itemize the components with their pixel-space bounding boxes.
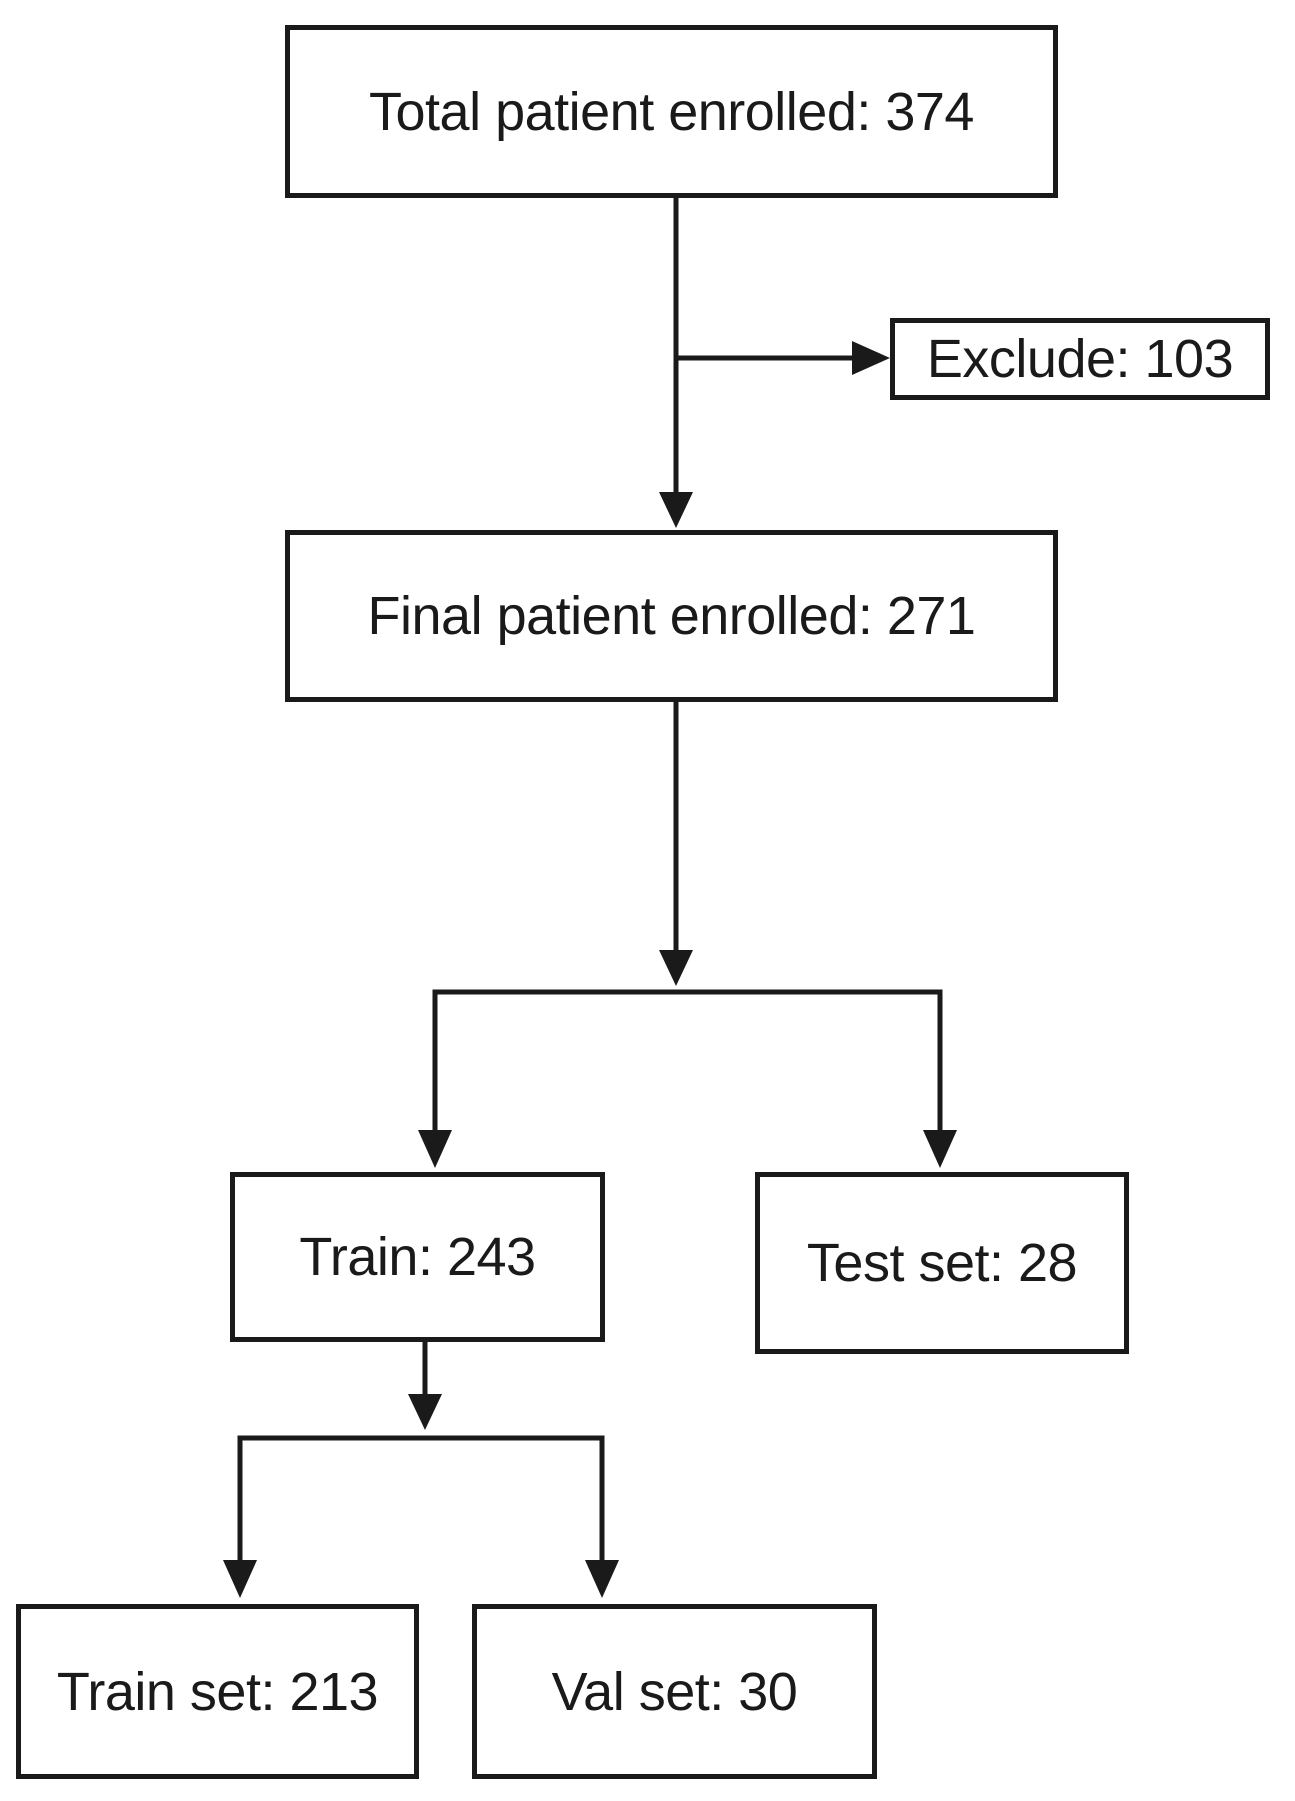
node-total-enrolled: Total patient enrolled: 374 [285,25,1058,198]
edge-total-to-final-arrowhead-icon [659,492,693,528]
edge-to-val-set-arrowhead-icon [585,1560,619,1598]
node-val-set: Val set: 30 [472,1604,877,1779]
node-val-set-label: Val set: 30 [551,1661,798,1722]
edge-train-down-arrowhead-icon [408,1394,442,1430]
node-excluded: Exclude: 103 [890,318,1270,400]
edge-to-train-arrowhead-icon [418,1130,452,1168]
bracket-train-split [237,1435,605,1562]
node-final-enrolled: Final patient enrolled: 271 [285,530,1058,702]
node-total-enrolled-label: Total patient enrolled: 374 [369,81,974,142]
node-excluded-label: Exclude: 103 [926,329,1234,389]
node-final-enrolled-label: Final patient enrolled: 271 [367,586,976,646]
node-train-set: Train set: 213 [16,1604,419,1779]
node-train-label: Train: 243 [299,1227,536,1287]
bracket-final-split [432,989,943,1132]
edge-to-test-arrowhead-icon [923,1130,957,1168]
node-test-set-label: Test set: 28 [806,1233,1078,1293]
node-test-set: Test set: 28 [755,1172,1129,1354]
edge-final-down-arrowhead-icon [659,950,693,986]
node-train-set-label: Train set: 213 [56,1661,379,1722]
edge-total-to-exclude-arrowhead-icon [852,341,890,375]
node-train: Train: 243 [230,1172,605,1342]
edge-to-train-set-arrowhead-icon [223,1560,257,1598]
